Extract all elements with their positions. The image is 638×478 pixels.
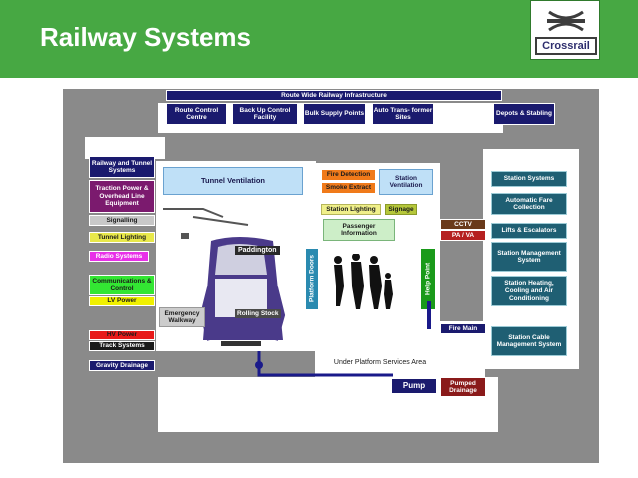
- rolling-stock: Rolling Stock: [235, 309, 281, 318]
- station-management-system: Station Management System: [491, 242, 567, 272]
- bulk-supply-points: Bulk Supply Points: [303, 103, 366, 125]
- route-wide-title: Route Wide Railway Infrastructure: [166, 90, 502, 101]
- cctv: CCTV: [440, 219, 486, 230]
- route-control-centre: Route Control Centre: [166, 103, 227, 125]
- depots-stabling: Depots & Stabling: [493, 103, 555, 125]
- station-structure: Station Structure: [177, 397, 238, 406]
- lv-power: LV Power: [89, 296, 155, 306]
- crossrail-logo: Crossrail: [530, 0, 600, 60]
- train-destination: Paddington: [235, 246, 280, 255]
- signage: Signage: [385, 204, 417, 215]
- station-systems: Station Systems: [491, 171, 567, 187]
- passengers-icon: [334, 254, 393, 309]
- smoke-extract: Smoke Extract: [321, 182, 376, 194]
- lifts-escalators: Lifts & Escalators: [491, 223, 567, 239]
- passenger-information: Passenger Information: [323, 219, 395, 241]
- signalling: Signalling: [89, 215, 155, 226]
- logo-wordmark: Crossrail: [535, 37, 597, 55]
- platform-doors: Platform Doors: [306, 249, 318, 309]
- header-bar: Railway Systems Crossrail: [0, 0, 638, 78]
- gravity-drainage: Gravity Drainage: [89, 360, 155, 371]
- page-title: Railway Systems: [40, 22, 252, 52]
- station-lighting: Station Lighting: [321, 204, 381, 215]
- fire-detection: Fire Detection: [321, 169, 376, 181]
- railway-diagram: Route Wide Railway Infrastructure Route …: [63, 89, 599, 463]
- fire-main: Fire Main: [440, 323, 486, 334]
- station-ventilation: Station Ventilation: [379, 169, 433, 195]
- help-point: Help Point: [421, 249, 435, 309]
- tunnel-lighting: Tunnel Lighting: [89, 232, 155, 243]
- auto-transformer-sites: Auto Trans- former Sites: [372, 103, 434, 125]
- pumped-drainage: Pumped Drainage: [440, 377, 486, 397]
- back-up-control-facility: Back Up Control Facility: [232, 103, 298, 125]
- station-cable-management: Station Cable Management System: [491, 326, 567, 356]
- emergency-walkway: Emergency Walkway: [159, 307, 205, 327]
- under-platform-services: Under Platform Services Area: [333, 358, 427, 366]
- communications-control: Communications & Control: [89, 275, 155, 295]
- railway-tunnel-systems: Railway and Tunnel Systems: [89, 156, 155, 178]
- pa-va: PA / VA: [440, 230, 486, 241]
- traction-power: Traction Power & Overhead Line Equipment: [89, 180, 155, 213]
- help-pipe-icon: [427, 301, 431, 329]
- tunnel-ventilation: Tunnel Ventilation: [163, 167, 303, 195]
- train-illustration: [163, 208, 286, 346]
- left-gap-top: [85, 137, 165, 159]
- radio-systems: Radio Systems: [89, 251, 149, 262]
- station-hvac: Station Heating, Cooling and Air Conditi…: [491, 276, 567, 306]
- pump-pipe: [255, 351, 393, 377]
- track-systems: Track Systems: [89, 341, 155, 351]
- crossrail-roundel-icon: [547, 10, 585, 32]
- hv-power: HV Power: [89, 330, 155, 340]
- pump: Pump: [391, 378, 437, 394]
- automatic-fare-collection: Automatic Fare Collection: [491, 193, 567, 215]
